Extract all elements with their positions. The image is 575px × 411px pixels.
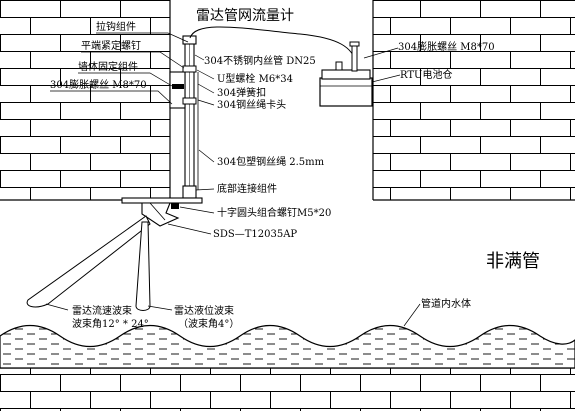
left-brick-wall	[0, 0, 170, 200]
label-cross-screw: 十字圆头组合螺钉M5*20	[217, 206, 331, 219]
rtu-battery-box	[319, 77, 373, 107]
bottom-connector	[182, 185, 197, 199]
label-flat-screw: 平端紧定螺钉	[81, 39, 141, 52]
label-pull-hook: 拉钩组件	[96, 20, 136, 33]
label-level-beam-1: 雷达液位波束	[174, 304, 234, 317]
label-u-bolt: U型螺栓 M6*34	[217, 72, 293, 85]
label-wall-mount: 墙体固定组件	[78, 60, 138, 73]
label-flow-beam-2: 波束角12° * 24°	[72, 317, 149, 330]
label-flow-beam-1: 雷达流速波束	[72, 304, 132, 317]
label-stainless-pipe: 304不锈钢内丝管 DN25	[204, 54, 316, 67]
label-plastic-rope: 304包塑钢丝绳 2.5mm	[217, 155, 325, 168]
diagram-title: 雷达管网流量计	[196, 8, 294, 24]
label-water: 管道内水体	[421, 297, 471, 310]
right-brick-wall	[373, 0, 575, 200]
label-level-beam-2: （波束角4°）	[178, 317, 239, 330]
mounting-plate	[121, 197, 203, 204]
label-model: SDS—T12035AP	[213, 229, 297, 240]
cable-to-rtu	[189, 26, 357, 63]
flow-beam	[26, 215, 151, 308]
label-rtu-box: RTU电池仓	[400, 68, 452, 81]
label-bottom-connector: 底部连接组件	[217, 182, 277, 195]
wall-mount-bracket	[169, 71, 186, 109]
pipe-state-label: 非满管	[486, 251, 540, 272]
bottom-brick-wall	[0, 368, 575, 411]
label-expansion-bolt-right: 304膨胀螺丝 M8*70	[398, 40, 495, 53]
label-spring-buckle: 304弹簧扣	[217, 86, 266, 99]
label-expansion-bolt-left: 304膨胀螺丝 M8*70	[50, 78, 147, 91]
pipe-water-body	[0, 325, 575, 369]
label-rope-clip: 304钢丝绳卡头	[217, 98, 286, 111]
level-beam	[135, 221, 151, 311]
